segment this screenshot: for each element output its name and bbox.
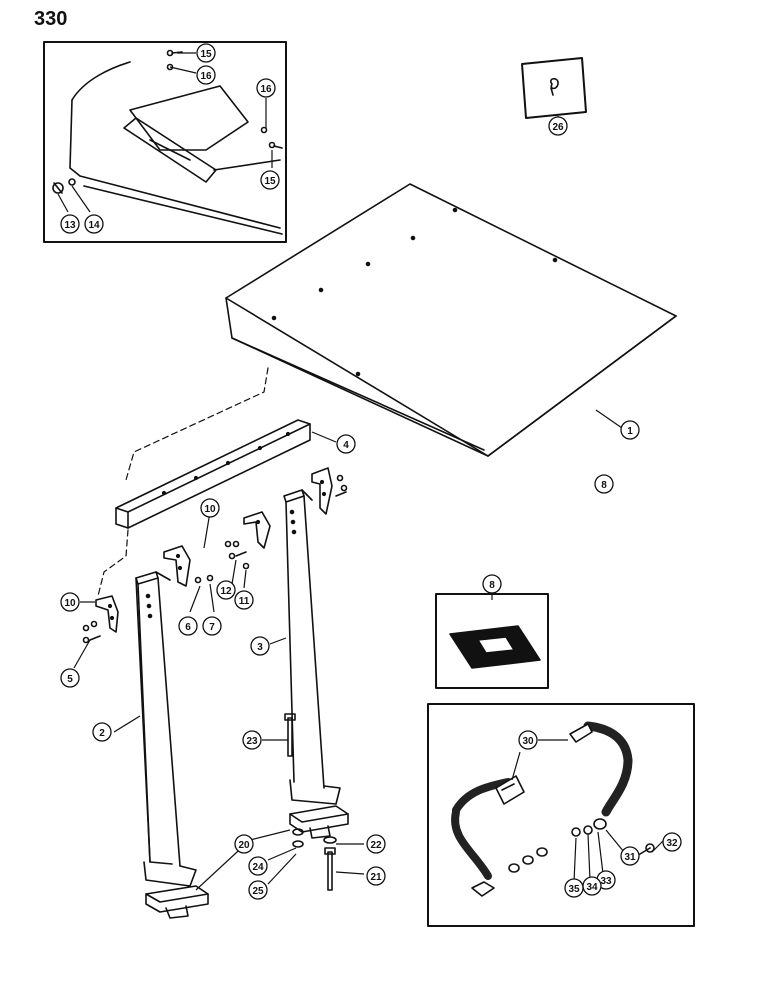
svg-text:6: 6 bbox=[185, 622, 191, 633]
callout-4: 4 bbox=[336, 434, 356, 454]
callout-24: 24 bbox=[248, 856, 268, 876]
callout-1: 1 bbox=[620, 420, 640, 440]
svg-text:14: 14 bbox=[88, 220, 100, 231]
svg-text:13: 13 bbox=[64, 220, 76, 231]
svg-text:31: 31 bbox=[624, 852, 636, 863]
svg-text:12: 12 bbox=[220, 586, 232, 597]
cross-beam bbox=[115, 419, 311, 529]
callout-20: 20 bbox=[234, 834, 254, 854]
svg-text:32: 32 bbox=[666, 838, 678, 849]
callout-21: 21 bbox=[366, 866, 386, 886]
svg-text:8: 8 bbox=[489, 580, 495, 591]
callout-15b: 15 bbox=[260, 170, 280, 190]
callout-32: 32 bbox=[662, 832, 682, 852]
svg-text:30: 30 bbox=[522, 736, 534, 747]
callout-10a: 10 bbox=[200, 498, 220, 518]
callout-5: 5 bbox=[60, 668, 80, 688]
svg-text:3: 3 bbox=[257, 642, 263, 653]
callouts: 15 16 16 15 13 14 26 1 4 8 10 10 12 11 6… bbox=[60, 43, 682, 900]
callout-35: 35 bbox=[564, 878, 584, 898]
callout-26: 26 bbox=[548, 116, 568, 136]
inset-floor-mat bbox=[435, 593, 549, 689]
bolt-21 bbox=[323, 836, 337, 891]
inset-decal bbox=[521, 57, 587, 119]
callout-8a: 8 bbox=[594, 474, 614, 494]
callout-16b: 16 bbox=[256, 78, 276, 98]
svg-text:8: 8 bbox=[601, 480, 607, 491]
callout-34: 34 bbox=[582, 876, 602, 896]
svg-text:24: 24 bbox=[252, 862, 264, 873]
bracket-right bbox=[311, 467, 333, 515]
callout-13: 13 bbox=[60, 214, 80, 234]
svg-text:16: 16 bbox=[260, 84, 272, 95]
svg-text:1: 1 bbox=[627, 426, 633, 437]
svg-text:21: 21 bbox=[370, 872, 382, 883]
roof-panel bbox=[225, 183, 677, 457]
svg-text:5: 5 bbox=[67, 674, 73, 685]
page-number: 330 bbox=[34, 8, 68, 30]
svg-text:35: 35 bbox=[568, 884, 580, 895]
callout-6: 6 bbox=[178, 616, 198, 636]
callout-25: 25 bbox=[248, 880, 268, 900]
bracket-left bbox=[95, 595, 119, 633]
bracket-center bbox=[163, 545, 191, 587]
bracket-upper bbox=[243, 511, 271, 549]
callout-31: 31 bbox=[620, 846, 640, 866]
callout-10b: 10 bbox=[60, 592, 80, 612]
svg-text:15: 15 bbox=[200, 49, 212, 60]
base-plate-left bbox=[145, 885, 209, 919]
svg-text:7: 7 bbox=[209, 622, 215, 633]
svg-text:25: 25 bbox=[252, 886, 264, 897]
callout-30: 30 bbox=[518, 730, 538, 750]
svg-text:10: 10 bbox=[64, 598, 76, 609]
callout-12: 12 bbox=[216, 580, 236, 600]
svg-text:2: 2 bbox=[99, 728, 105, 739]
inset-seat-belt bbox=[427, 703, 695, 927]
right-post bbox=[283, 489, 341, 805]
svg-text:26: 26 bbox=[552, 122, 564, 133]
callout-16a: 16 bbox=[196, 65, 216, 85]
left-post bbox=[135, 571, 197, 887]
svg-text:16: 16 bbox=[200, 71, 212, 82]
base-plate-right bbox=[289, 805, 349, 839]
bolt-23 bbox=[284, 713, 296, 757]
callout-11: 11 bbox=[234, 590, 254, 610]
svg-text:33: 33 bbox=[600, 876, 612, 887]
svg-text:4: 4 bbox=[343, 440, 349, 451]
callout-7: 7 bbox=[202, 616, 222, 636]
callout-14: 14 bbox=[84, 214, 104, 234]
callout-22: 22 bbox=[366, 834, 386, 854]
callout-3: 3 bbox=[250, 636, 270, 656]
svg-text:23: 23 bbox=[246, 736, 258, 747]
svg-text:11: 11 bbox=[239, 596, 250, 607]
callout-23: 23 bbox=[242, 730, 262, 750]
callout-15a: 15 bbox=[196, 43, 216, 63]
svg-text:34: 34 bbox=[586, 882, 598, 893]
svg-text:10: 10 bbox=[204, 504, 216, 515]
svg-text:15: 15 bbox=[264, 176, 276, 187]
callout-8b: 8 bbox=[482, 574, 502, 594]
callout-2: 2 bbox=[92, 722, 112, 742]
inset-detail-mount bbox=[43, 41, 287, 243]
svg-text:20: 20 bbox=[238, 840, 250, 851]
svg-text:22: 22 bbox=[370, 840, 382, 851]
